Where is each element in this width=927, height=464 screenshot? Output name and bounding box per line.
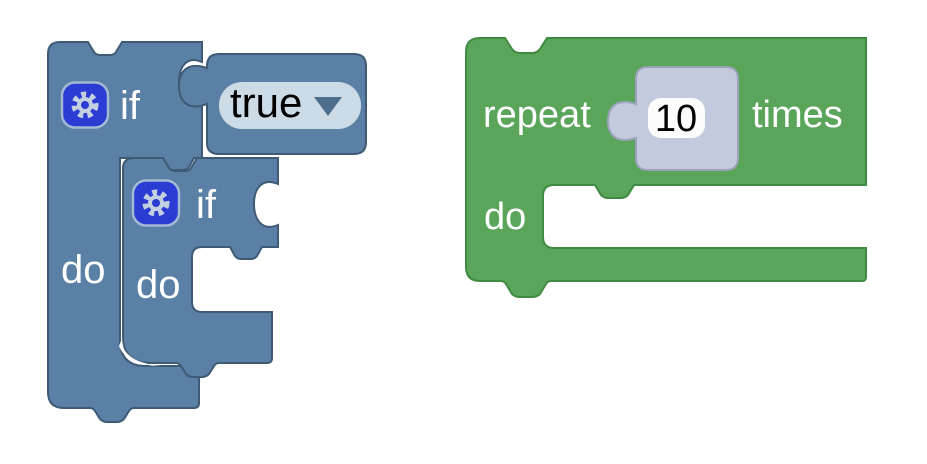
dropdown-value[interactable]: true xyxy=(230,79,302,126)
repeat-label: repeat xyxy=(483,94,591,136)
dropdown-arrow-icon[interactable] xyxy=(314,97,342,116)
gear-hole xyxy=(81,101,89,109)
outer-if-gear-icon[interactable] xyxy=(60,81,110,129)
times-label: times xyxy=(752,94,843,136)
inner-if-gear-icon[interactable] xyxy=(131,179,181,227)
outer-do-label: do xyxy=(61,248,106,292)
number-block[interactable]: 10 xyxy=(606,66,739,171)
outer-if-label: if xyxy=(120,84,141,128)
inner-if-label: if xyxy=(196,183,217,227)
boolean-true-block[interactable]: true xyxy=(177,53,367,155)
gear-teeth xyxy=(71,91,99,119)
outer-if-block[interactable]: if do xyxy=(47,41,203,423)
number-value[interactable]: 10 xyxy=(655,98,697,140)
inner-if-block[interactable]: if do xyxy=(119,157,279,378)
inner-do-label: do xyxy=(136,263,181,307)
gear-teeth xyxy=(142,189,170,217)
number-field[interactable] xyxy=(648,98,705,138)
dropdown-pill[interactable] xyxy=(219,82,361,129)
repeat-do-label: do xyxy=(484,196,526,238)
gear-hole xyxy=(152,199,160,207)
boolean-dropdown[interactable]: true xyxy=(219,79,361,129)
